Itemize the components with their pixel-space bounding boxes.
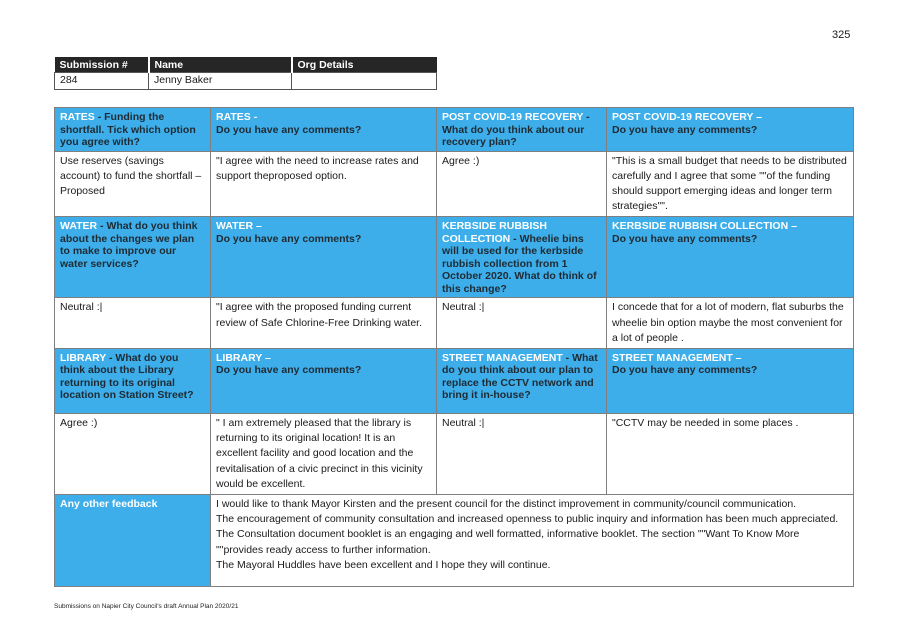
water-kerbside-header-row: WATER - What do you think about the chan…	[54, 216, 854, 299]
kerbside-comment-header: KERBSIDE RUBBISH COLLECTION –Do you have…	[606, 216, 854, 299]
water-kerbside-answer-row: Neutral :| "I agree with the proposed fu…	[54, 297, 854, 349]
library-comment-header: LIBRARY –Do you have any comments?	[210, 347, 437, 414]
library-question-header: LIBRARY - What do you think about the Li…	[54, 347, 211, 414]
water-answer: Neutral :|	[54, 297, 211, 349]
rates-question-header: RATES - Funding the shortfall. Tick whic…	[54, 107, 211, 152]
submission-responses-table: RATES - Funding the shortfall. Tick whic…	[54, 107, 854, 587]
library-street-header-row: LIBRARY - What do you think about the Li…	[54, 347, 854, 414]
street-comment-answer: "CCTV may be needed in some places .	[606, 412, 854, 495]
rates-option-answer: Use reserves (savings account) to fund t…	[54, 150, 211, 218]
other-feedback-row: Any other feedback I would like to thank…	[54, 493, 854, 587]
name-header: Name	[148, 57, 293, 73]
library-answer: Agree :)	[54, 412, 211, 495]
feedback-line: I would like to thank Mayor Kirsten and …	[216, 497, 797, 510]
library-street-answer-row: Agree :) " I am extremely pleased that t…	[54, 412, 854, 495]
water-question-header: WATER - What do you think about the chan…	[54, 216, 211, 299]
page-number: 325	[832, 29, 851, 41]
feedback-line: The Mayoral Huddles have been excellent …	[216, 558, 551, 571]
submission-table: Submission # Name Org Details 284 Jenny …	[54, 57, 437, 90]
other-feedback-header: Any other feedback	[54, 493, 211, 587]
covid-comment-header: POST COVID-19 RECOVERY –Do you have any …	[606, 107, 854, 152]
street-answer: Neutral :|	[436, 412, 607, 495]
rates-covid-answer-row: Use reserves (savings account) to fund t…	[54, 150, 854, 218]
covid-answer: Agree :)	[436, 150, 607, 218]
other-feedback-answer: I would like to thank Mayor Kirsten and …	[210, 493, 854, 587]
library-comment-answer: " I am extremely pleased that the librar…	[210, 412, 437, 495]
covid-question-header: POST COVID-19 RECOVERY - What do you thi…	[436, 107, 607, 152]
org-details	[291, 72, 437, 90]
org-details-header: Org Details	[291, 57, 437, 73]
water-comment-answer: "I agree with the proposed funding curre…	[210, 297, 437, 349]
kerbside-question-header: KERBSIDE RUBBISH COLLECTION - Wheelie bi…	[436, 216, 607, 299]
street-question-header: STREET MANAGEMENT - What do you think ab…	[436, 347, 607, 414]
rates-comment-answer: "I agree with the need to increase rates…	[210, 150, 437, 218]
submission-number-header: Submission #	[54, 57, 150, 73]
submitter-name: Jenny Baker	[148, 72, 292, 90]
feedback-line: The encouragement of community consultat…	[216, 513, 839, 526]
street-comment-header: STREET MANAGEMENT –Do you have any comme…	[606, 347, 854, 414]
kerbside-answer: Neutral :|	[436, 297, 607, 349]
feedback-line: The Consultation document booklet is an …	[216, 528, 800, 556]
submission-number: 284	[54, 72, 149, 90]
page-footer: Submissions on Napier City Council's dra…	[54, 603, 239, 610]
covid-comment-answer: "This is a small budget that needs to be…	[606, 150, 854, 218]
water-comment-header: WATER –Do you have any comments?	[210, 216, 437, 299]
rates-covid-header-row: RATES - Funding the shortfall. Tick whic…	[54, 107, 854, 152]
kerbside-comment-answer: I concede that for a lot of modern, flat…	[606, 297, 854, 349]
rates-comment-header: RATES -Do you have any comments?	[210, 107, 437, 152]
